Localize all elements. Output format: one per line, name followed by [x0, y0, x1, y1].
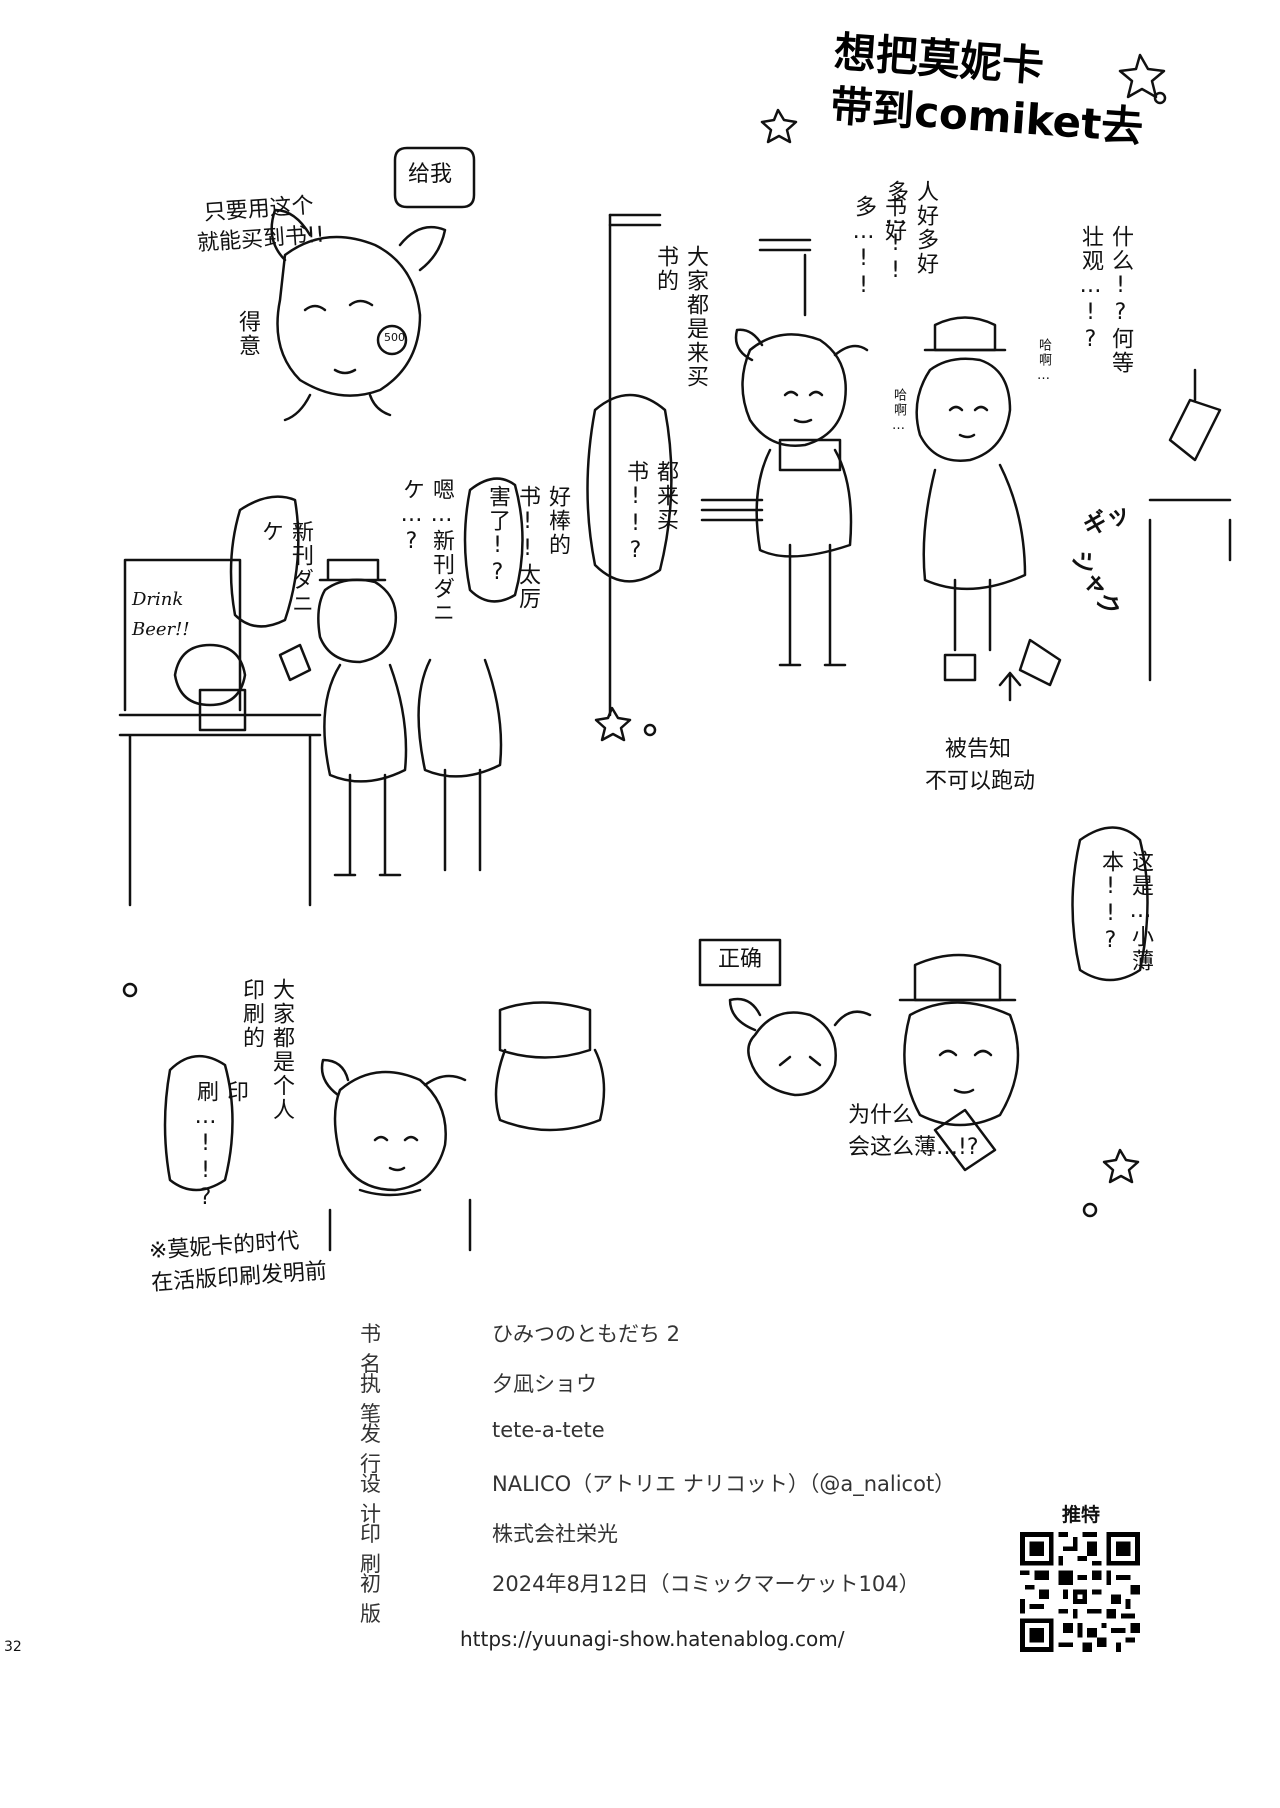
qr-label: 推特: [1062, 1504, 1101, 1526]
panel5-bubble2: 印刷…!!?: [193, 1080, 248, 1212]
colophon-value: 株式会社栄光: [492, 1522, 618, 1546]
panel4-bubble3: 为什么 会这么薄…!?: [848, 1103, 979, 1160]
panel2-bubble2b: 书好多…!!: [851, 195, 906, 300]
panel2-bubble4: 都来买书!!?: [623, 460, 678, 565]
page-number: 32: [4, 1639, 22, 1655]
colophon-row: 发行 tete-a-tete: [360, 1418, 1060, 1476]
star-icon: [594, 706, 632, 742]
colophon-value: 夕凪ショウ: [492, 1372, 597, 1396]
panel1-bubble1: 只要用这个 就能买到书!!: [196, 193, 326, 257]
note1-line2: 不可以跑动: [925, 769, 1036, 794]
panel4-bubble1: 这是…小薄本!!?: [1098, 850, 1153, 973]
star-icon: [760, 108, 798, 144]
qr-code-icon[interactable]: [1020, 1532, 1140, 1652]
panel2-bubble2: 人好多好多…!!: [883, 180, 938, 285]
colophon-value: 2024年8月12日（コミックマーケット104）: [492, 1572, 920, 1596]
panel3-sign: Drink Beer!!: [132, 589, 190, 640]
colophon-row: 执笔 夕凪ショウ: [360, 1368, 1060, 1426]
panel3-bubble3: 好棒的书!!太厉害了!?: [485, 485, 570, 611]
manga-artwork: 想把莫妮卡 带到comiket去 只要用这个 就能买到书!! 给我 得意 500…: [118, 25, 1232, 1297]
colophon-label: 初版: [360, 1572, 401, 1626]
colophon-value: tete-a-tete: [492, 1418, 605, 1442]
panel1-coin: 500: [384, 331, 405, 344]
colophon-label: 印刷: [360, 1522, 401, 1576]
colophon: 书名 ひみつのともだち 2 执笔 夕凪ショウ 发行 tete-a-tete 设计…: [360, 1318, 1060, 1626]
panel3-bubble2: 嗯…新刊ダニケ…?: [399, 478, 454, 625]
page-title: 想把莫妮卡 带到comiket去: [829, 25, 1149, 155]
panel5-bubble1: 大家都是个人印刷的: [239, 978, 294, 1122]
colophon-row: 初版 2024年8月12日（コミックマーケット104）: [360, 1568, 1060, 1626]
panel4-bubble2: 正确: [718, 947, 763, 972]
colophon-label: 书名: [360, 1322, 401, 1376]
star-icon: [1118, 53, 1166, 99]
note1-line1: 被告知: [945, 737, 1012, 762]
colophon-label: 设计: [360, 1472, 401, 1526]
colophon-label: 执笔: [360, 1372, 401, 1426]
panel2-bubble1: 大家都是来买书的: [653, 245, 708, 389]
panel5-note: ※莫妮卡的时代 在活版印刷发明前: [148, 1228, 328, 1297]
panel1-side-text: 得意: [235, 310, 260, 358]
sketch-drawings: [118, 53, 1232, 1252]
website-link[interactable]: https://yuunagi-show.hatenablog.com/: [460, 1627, 845, 1651]
colophon-value: ひみつのともだち 2: [492, 1322, 681, 1346]
colophon-row: 设计 NALICO（アトリエ ナリコット）（@a_nalicot）: [360, 1468, 1060, 1526]
panel3-bubble1: 新刊ダニケ: [258, 520, 313, 616]
panel2-haa1: 哈啊…: [1036, 338, 1051, 385]
colophon-value: NALICO（アトリエ ナリコット）（@a_nalicot）: [492, 1472, 956, 1496]
colophon-row: 印刷 株式会社栄光: [360, 1518, 1060, 1576]
star-icon: [1102, 1148, 1140, 1184]
colophon-row: 书名 ひみつのともだち 2: [360, 1318, 1060, 1376]
panel2-haa2: 哈啊…: [891, 388, 906, 435]
colophon-label: 发行: [360, 1422, 401, 1476]
panel2-bubble3: 什么!?何等壮观…!?: [1078, 225, 1133, 375]
panel1-bubble2: 给我: [408, 162, 453, 187]
